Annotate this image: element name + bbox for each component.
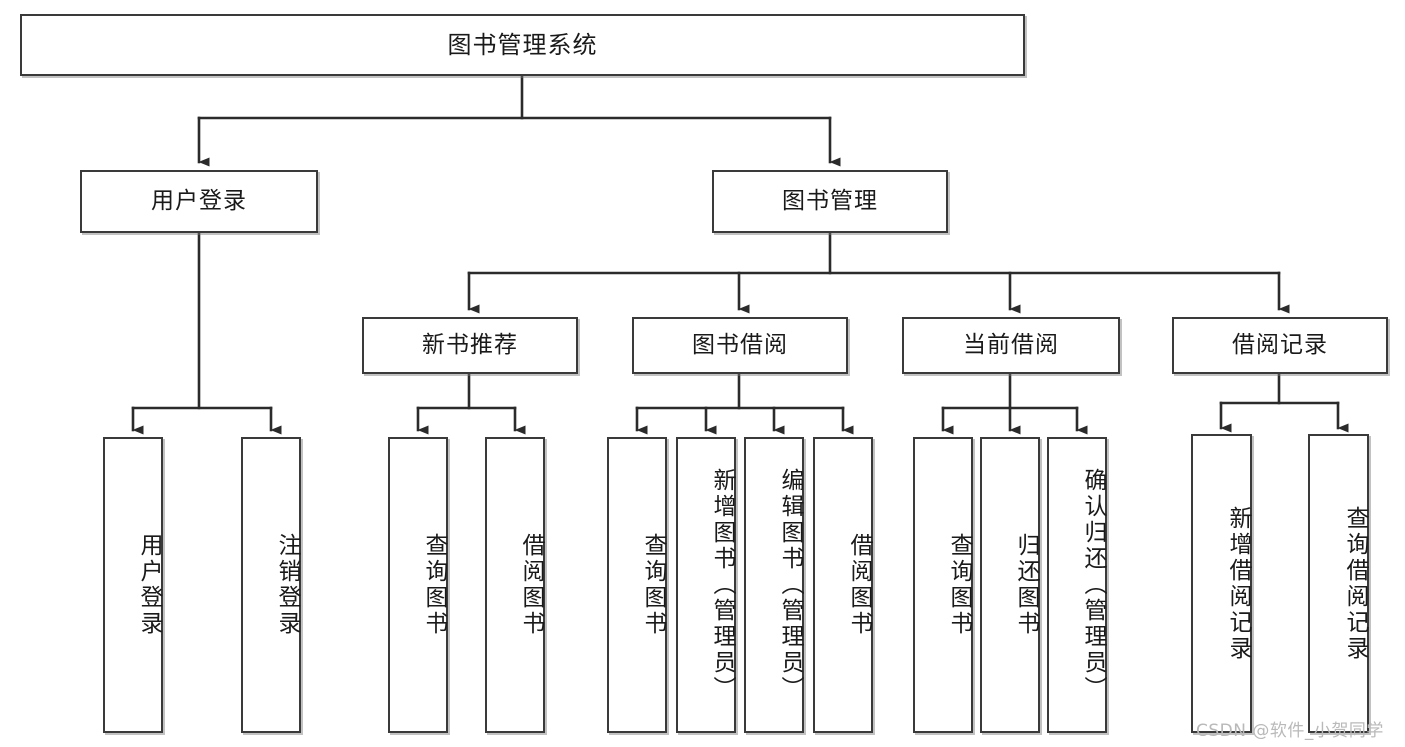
leaf-current-return-book[interactable]: 归还图书 <box>980 437 1040 733</box>
node-label: 查询图书 <box>640 533 666 637</box>
node-label: 用户登录 <box>151 188 247 214</box>
leaf-records-add-record[interactable]: 新增借阅记录 <box>1191 434 1252 733</box>
node-user-login[interactable]: 用户登录 <box>80 170 318 233</box>
leaf-user-login-login[interactable]: 用户登录 <box>103 437 163 733</box>
node-label: 图书管理 <box>782 188 878 214</box>
leaf-borrow-add-book-admin[interactable]: 新增图书（管理员） <box>676 437 736 733</box>
node-label: 确认归还（管理员） <box>1080 468 1106 702</box>
node-label: 借阅记录 <box>1232 332 1328 358</box>
node-book-management[interactable]: 图书管理 <box>712 170 948 233</box>
leaf-borrow-edit-book-admin[interactable]: 编辑图书（管理员） <box>744 437 804 733</box>
leaf-borrow-query-book[interactable]: 查询图书 <box>607 437 667 733</box>
node-root-system[interactable]: 图书管理系统 <box>20 14 1025 76</box>
leaf-current-confirm-return-admin[interactable]: 确认归还（管理员） <box>1047 437 1107 733</box>
node-label: 借阅图书 <box>518 533 544 637</box>
leaf-borrow-borrow-book[interactable]: 借阅图书 <box>813 437 873 733</box>
node-label: 注销登录 <box>274 533 300 637</box>
leaf-recommend-borrow-book[interactable]: 借阅图书 <box>485 437 545 733</box>
node-label: 新增借阅记录 <box>1225 505 1251 662</box>
node-label: 查询图书 <box>946 533 972 637</box>
node-label: 编辑图书（管理员） <box>777 468 803 702</box>
node-new-book-recommend[interactable]: 新书推荐 <box>362 317 578 374</box>
csdn-watermark: CSDN @软件_小贺同学 <box>1196 721 1384 741</box>
leaf-user-login-logout[interactable]: 注销登录 <box>241 437 301 733</box>
node-current-borrow[interactable]: 当前借阅 <box>902 317 1120 374</box>
leaf-recommend-query-book[interactable]: 查询图书 <box>388 437 448 733</box>
node-label: 图书借阅 <box>692 332 788 358</box>
node-book-borrow[interactable]: 图书借阅 <box>632 317 848 374</box>
node-label: 图书管理系统 <box>447 31 598 59</box>
node-label: 查询借阅记录 <box>1342 505 1368 662</box>
node-label: 借阅图书 <box>846 533 872 637</box>
node-label: 归还图书 <box>1013 533 1039 637</box>
node-label: 查询图书 <box>421 533 447 637</box>
node-label: 新增图书（管理员） <box>709 468 735 702</box>
leaf-records-query-record[interactable]: 查询借阅记录 <box>1308 434 1369 733</box>
node-label: 用户登录 <box>136 533 162 637</box>
node-label: 当前借阅 <box>963 332 1059 358</box>
node-label: 新书推荐 <box>422 332 518 358</box>
leaf-current-query-book[interactable]: 查询图书 <box>913 437 973 733</box>
node-borrow-records[interactable]: 借阅记录 <box>1172 317 1388 374</box>
